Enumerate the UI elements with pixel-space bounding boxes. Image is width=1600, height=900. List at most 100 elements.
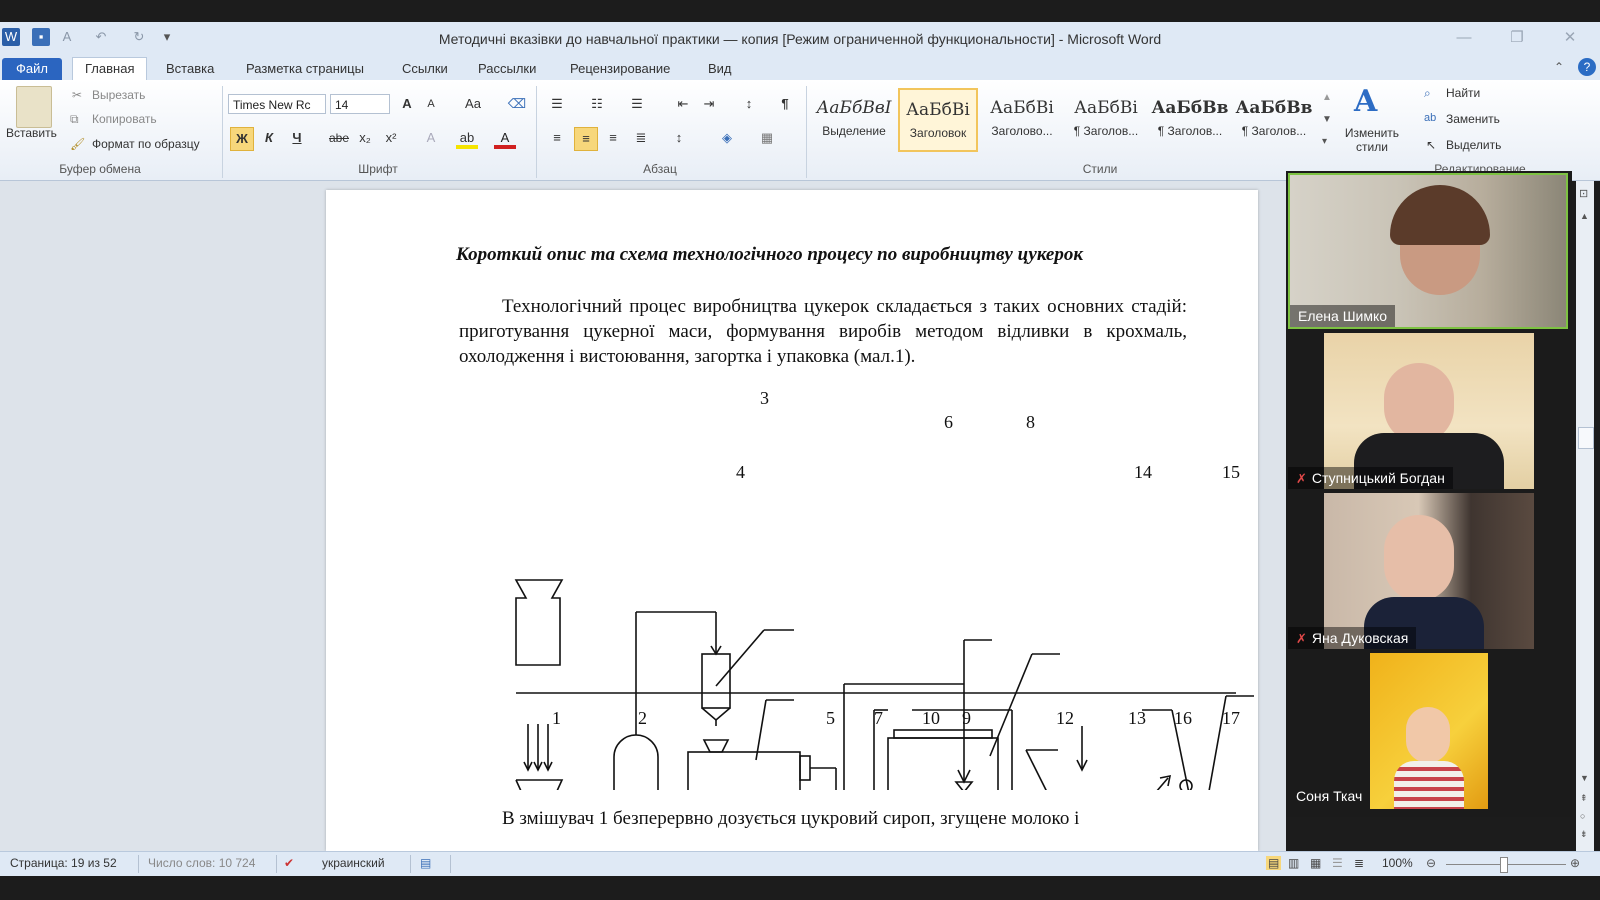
style-sample: АаБбВв	[1151, 98, 1229, 118]
diagram-label: 14	[1134, 462, 1152, 482]
font-color-icon[interactable]: A	[494, 127, 516, 149]
change-styles-button[interactable]: Изменить стили	[1344, 126, 1400, 154]
customize-qat-icon[interactable]: ▾	[163, 29, 171, 44]
tab-file[interactable]: Файл	[2, 58, 62, 80]
underline-button[interactable]: Ч	[292, 130, 302, 145]
select-button[interactable]: Выделить	[1446, 138, 1502, 152]
tab-references[interactable]: Ссылки	[402, 61, 448, 76]
zoom-level[interactable]: 100%	[1382, 856, 1413, 870]
style-emphasis[interactable]: АаБбВвІ Выделение	[814, 88, 894, 152]
web-layout-icon[interactable]: ▦	[1310, 856, 1322, 870]
word-app-icon[interactable]: W	[2, 28, 20, 46]
bullets-icon[interactable]: ☰	[551, 96, 563, 111]
tab-review[interactable]: Рецензирование	[570, 61, 671, 76]
styles-scroll-up-icon[interactable]: ▲	[1322, 92, 1332, 103]
sort-icon[interactable]: ↕	[745, 96, 753, 111]
full-screen-reading-icon[interactable]: ▥	[1288, 856, 1300, 870]
increase-indent-icon[interactable]: ⇥	[703, 96, 715, 111]
align-center-icon[interactable]: ≡	[574, 127, 598, 151]
tab-mailings[interactable]: Рассылки	[478, 61, 537, 76]
document-page[interactable]: Короткий опис та схема технологічного пр…	[326, 190, 1258, 851]
help-icon[interactable]: ?	[1578, 58, 1596, 76]
styles-scroll-down-icon[interactable]: ▼	[1322, 114, 1332, 125]
vertical-scrollbar[interactable]: ⊡ ▲ ▼ ⇞ ○ ⇟	[1576, 181, 1594, 851]
outline-icon[interactable]: ☰	[1332, 856, 1343, 870]
replace-button[interactable]: Заменить	[1446, 112, 1500, 126]
italic-button[interactable]: К	[265, 130, 273, 145]
align-right-icon[interactable]: ≡	[609, 130, 617, 145]
copy-button[interactable]: Копировать	[92, 112, 157, 126]
text-effects-icon[interactable]: A	[426, 130, 436, 145]
participant-video	[1384, 515, 1454, 601]
shrink-font-button[interactable]: A	[427, 98, 435, 110]
scroll-down-icon[interactable]: ▼	[1580, 773, 1589, 783]
grow-font-button[interactable]: A	[402, 96, 412, 111]
style-heading-3[interactable]: АаБбВв ¶ Заголов...	[1150, 88, 1230, 152]
ruler-toggle-icon[interactable]: ⊡	[1579, 188, 1589, 200]
tab-home[interactable]: Главная	[72, 57, 148, 80]
styles-more-icon[interactable]: ▾	[1322, 136, 1328, 147]
redo-icon[interactable]: ↻	[133, 29, 145, 44]
tab-view[interactable]: Вид	[708, 61, 732, 76]
zoom-out-icon[interactable]: ⊖	[1426, 856, 1437, 870]
proofing-icon[interactable]: ✔	[284, 856, 295, 870]
restore-button[interactable]: ❐	[1510, 29, 1524, 46]
font-size-combo[interactable]: 14	[330, 94, 390, 114]
cut-button[interactable]: Вырезать	[92, 88, 146, 102]
ribbon-minimize-icon[interactable]: ⌃	[1554, 60, 1565, 74]
shading-icon[interactable]: ◈	[722, 130, 732, 145]
clear-formatting-icon[interactable]: ⌫	[507, 96, 527, 111]
format-painter-button[interactable]: Формат по образцу	[92, 137, 200, 151]
print-layout-icon[interactable]: ▤	[1266, 856, 1282, 870]
tab-page-layout[interactable]: Разметка страницы	[246, 61, 364, 76]
scroll-thumb[interactable]	[1578, 427, 1594, 449]
participant-video-tile[interactable]	[1324, 333, 1534, 489]
diagram-label: 1	[552, 708, 561, 728]
paste-button[interactable]: Вставить	[6, 126, 57, 140]
language-indicator[interactable]: украинский	[322, 856, 385, 870]
participant-video-tile[interactable]	[1324, 493, 1534, 649]
superscript-button[interactable]: x²	[385, 130, 397, 145]
style-heading-1[interactable]: АаБбВі Заголово...	[982, 88, 1062, 152]
minimize-button[interactable]: —	[1456, 29, 1472, 46]
decrease-indent-icon[interactable]: ⇤	[677, 96, 689, 111]
font-name-combo[interactable]: Times New Rc	[228, 94, 326, 114]
zoom-slider-thumb[interactable]	[1500, 857, 1508, 873]
spelling-icon[interactable]: A	[62, 29, 72, 44]
show-marks-button[interactable]: ¶	[781, 96, 789, 111]
highlight-icon[interactable]: ab	[456, 127, 478, 149]
font-group-label: Шрифт	[358, 162, 398, 176]
line-spacing-icon[interactable]: ↕	[675, 130, 683, 145]
save-icon[interactable]: ▪	[32, 28, 50, 46]
participant-video-tile[interactable]	[1370, 653, 1488, 809]
bold-button[interactable]: Ж	[230, 127, 254, 151]
change-styles-icon[interactable]: A	[1354, 84, 1378, 119]
change-case-button[interactable]: Aa	[465, 96, 481, 111]
zoom-in-icon[interactable]: ⊕	[1570, 856, 1581, 870]
align-left-icon[interactable]: ≡	[553, 130, 561, 145]
macro-icon[interactable]: ▤	[420, 856, 432, 870]
draft-icon[interactable]: ≣	[1354, 856, 1365, 870]
style-heading-4[interactable]: АаБбВв ¶ Заголов...	[1234, 88, 1314, 152]
borders-icon[interactable]: ▦	[760, 130, 774, 145]
page-indicator[interactable]: Страница: 19 из 52	[10, 856, 117, 870]
video-call-panel: Елена Шимко ✗Ступницький Богдан ✗Яна Дук…	[1286, 171, 1572, 817]
justify-icon[interactable]: ≣	[635, 130, 647, 145]
numbering-icon[interactable]: ☷	[591, 96, 603, 111]
scroll-up-icon[interactable]: ▲	[1580, 211, 1589, 221]
participant-video-tile[interactable]: Елена Шимко	[1288, 173, 1568, 329]
subscript-button[interactable]: x₂	[359, 130, 371, 145]
tab-insert[interactable]: Вставка	[166, 61, 215, 76]
close-button[interactable]: ✕	[1563, 29, 1577, 46]
word-count[interactable]: Число слов: 10 724	[148, 856, 256, 870]
strikethrough-button[interactable]: abe	[328, 131, 350, 145]
multilevel-list-icon[interactable]: ☰	[631, 96, 643, 111]
style-heading-selected[interactable]: АаБбВі Заголовок	[898, 88, 978, 152]
paste-icon[interactable]	[16, 86, 52, 128]
previous-page-icon[interactable]: ⇞	[1580, 793, 1588, 803]
next-page-icon[interactable]: ⇟	[1580, 829, 1588, 839]
browse-object-icon[interactable]: ○	[1580, 811, 1586, 821]
find-button[interactable]: Найти	[1446, 86, 1481, 100]
undo-icon[interactable]: ↶	[95, 29, 107, 44]
style-heading-2[interactable]: АаБбВі ¶ Заголов...	[1066, 88, 1146, 152]
